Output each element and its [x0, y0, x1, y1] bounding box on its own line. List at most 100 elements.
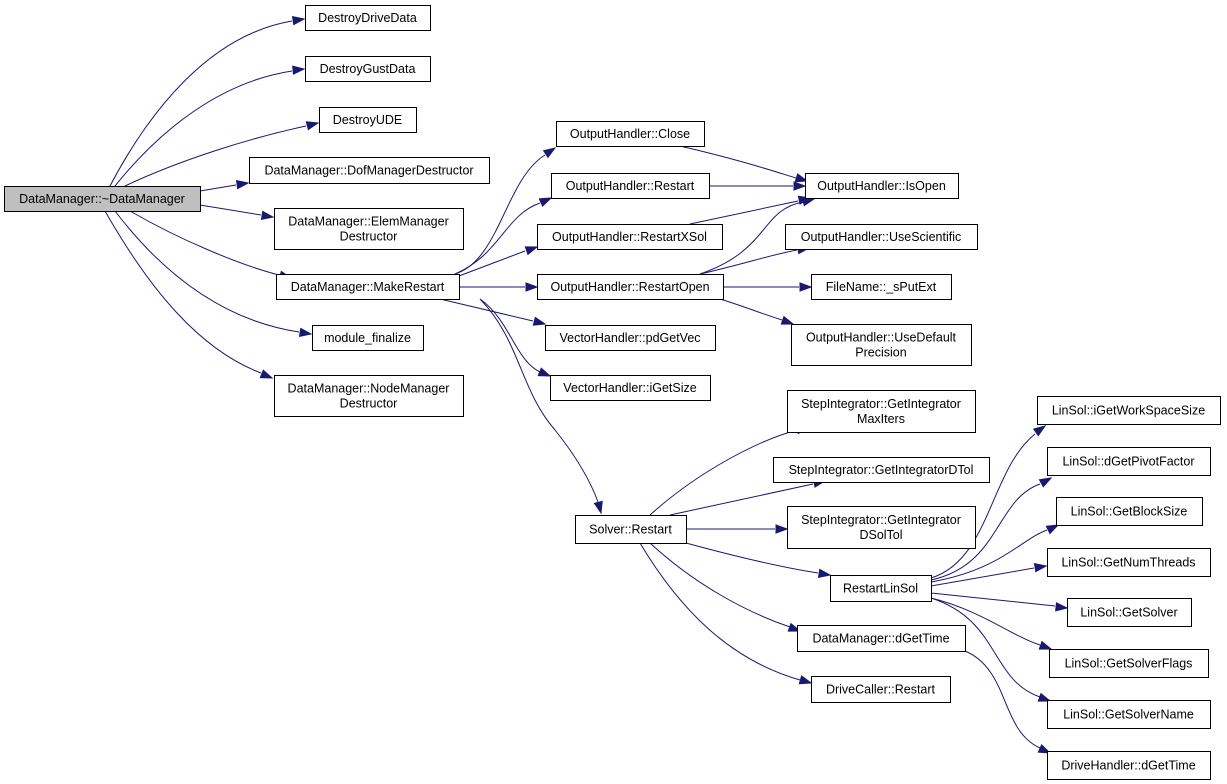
node-label: Precision — [855, 346, 906, 360]
node-ls-pivot[interactable]: LinSol::dGetPivotFactor — [1047, 447, 1211, 476]
node-destroy-ude[interactable]: DestroyUDE — [319, 107, 417, 133]
edge-line — [439, 298, 534, 322]
node-box — [575, 515, 687, 544]
node-box — [830, 575, 932, 602]
edge-line — [109, 20, 293, 187]
node-box — [274, 208, 464, 250]
node-oh-close[interactable]: OutputHandler::Close — [556, 121, 705, 147]
edge-restart-linsol-to-ls-solver — [930, 592, 1069, 612]
edge-make-restart-to-vh-pdgetvec — [439, 298, 547, 326]
node-label: DSolTol — [859, 528, 902, 542]
edge-line — [964, 650, 1041, 749]
node-root[interactable]: DataManager::~DataManager — [4, 186, 201, 212]
node-ls-solverflags[interactable]: LinSol::GetSolverFlags — [1049, 649, 1209, 678]
node-ls-solver[interactable]: LinSol::GetSolver — [1067, 598, 1192, 627]
node-label: LinSol::GetBlockSize — [1071, 505, 1188, 519]
node-label: module_finalize — [324, 331, 411, 345]
node-box — [1067, 598, 1192, 627]
arrowhead — [537, 367, 552, 377]
node-label: LinSol::GetNumThreads — [1061, 556, 1195, 570]
node-box — [797, 625, 966, 652]
node-dm-dgettime[interactable]: DataManager::dGetTime — [797, 625, 966, 652]
arrowhead — [1037, 692, 1052, 702]
arrowhead — [780, 315, 795, 325]
edge-line — [930, 597, 1041, 646]
node-label: VectorHandler::iGetSize — [563, 381, 696, 395]
node-box — [537, 224, 723, 250]
edge-line — [479, 298, 541, 373]
node-box — [787, 390, 976, 433]
node-module-finalize[interactable]: module_finalize — [312, 325, 424, 351]
node-box — [551, 173, 710, 199]
edge-line — [930, 433, 1036, 579]
node-box — [785, 224, 978, 250]
edge-line — [199, 204, 262, 216]
edge-line — [679, 145, 797, 179]
node-label: DestroyGustData — [320, 62, 416, 76]
node-box — [811, 274, 952, 300]
node-oh-restart[interactable]: OutputHandler::Restart — [551, 173, 710, 199]
node-label: OutputHandler::RestartXSol — [552, 230, 707, 244]
node-box — [537, 274, 724, 300]
node-destroy-drive-data[interactable]: DestroyDriveData — [305, 5, 431, 31]
node-label: StepIntegrator::GetIntegratorDTol — [789, 463, 974, 477]
node-label: RestartLinSol — [843, 582, 918, 596]
node-label: DataManager::DofManagerDestructor — [264, 164, 473, 178]
arrowhead — [235, 180, 250, 190]
node-label: DestroyUDE — [333, 113, 402, 127]
node-label: OutputHandler::UseDefault — [806, 331, 957, 345]
edge-line — [114, 70, 293, 187]
arrowhead — [1038, 640, 1053, 650]
node-label: OutputHandler::RestartOpen — [550, 280, 709, 294]
edge-root-to-destroy-ude — [124, 121, 320, 187]
node-box — [1047, 447, 1211, 476]
edge-root-to-module-finalize — [114, 210, 313, 337]
arrowhead — [1032, 425, 1047, 437]
node-oh-isopen[interactable]: OutputHandler::IsOpen — [805, 173, 959, 199]
arrowhead — [532, 316, 547, 326]
node-oh-usescientific[interactable]: OutputHandler::UseScientific — [785, 224, 978, 250]
edge-root-to-make-restart — [129, 210, 293, 280]
node-ls-workspace[interactable]: LinSol::iGetWorkSpaceSize — [1037, 396, 1221, 425]
node-solver-restart[interactable]: Solver::Restart — [575, 515, 687, 544]
node-vh-pdgetvec[interactable]: VectorHandler::pdGetVec — [545, 325, 716, 351]
node-ls-numthreads[interactable]: LinSol::GetNumThreads — [1047, 548, 1211, 577]
node-ls-solvername[interactable]: LinSol::GetSolverName — [1047, 700, 1211, 729]
edge-line — [685, 542, 819, 574]
node-oh-restart-xsol[interactable]: OutputHandler::RestartXSol — [537, 224, 723, 250]
edge-line — [199, 184, 237, 192]
edge-line — [699, 249, 798, 275]
edge-dm-dgettime-to-dh-dgettime — [964, 650, 1052, 754]
node-oh-restart-open[interactable]: OutputHandler::RestartOpen — [537, 274, 724, 300]
node-box — [550, 375, 711, 401]
node-ls-blocksize[interactable]: LinSol::GetBlockSize — [1056, 497, 1203, 526]
node-box — [4, 186, 201, 212]
node-si-dtol[interactable]: StepIntegrator::GetIntegratorDTol — [773, 457, 990, 483]
edge-line — [930, 529, 1048, 583]
node-dc-restart[interactable]: DriveCaller::Restart — [811, 676, 951, 703]
edge-line — [454, 202, 541, 275]
edge-root-to-dof-manager-destructor — [199, 180, 250, 192]
node-dof-manager-destructor[interactable]: DataManager::DofManagerDestructor — [249, 157, 490, 184]
arrowhead — [542, 147, 557, 159]
node-restart-linsol[interactable]: RestartLinSol — [830, 575, 932, 602]
node-box — [805, 173, 959, 199]
arrowhead — [798, 675, 813, 685]
node-label: DataManager::ElemManager — [288, 215, 449, 229]
node-box — [1047, 548, 1211, 577]
node-label: Solver::Restart — [589, 523, 672, 537]
node-vh-igetsize[interactable]: VectorHandler::iGetSize — [550, 375, 711, 401]
arrowhead — [298, 327, 313, 337]
node-box — [305, 5, 431, 31]
node-box — [556, 121, 705, 147]
node-make-restart[interactable]: DataManager::MakeRestart — [276, 274, 460, 300]
node-destroy-gust-data[interactable]: DestroyGustData — [305, 56, 431, 82]
node-filename-sputext[interactable]: FileName::_sPutExt — [811, 274, 952, 300]
edge-restart-linsol-to-ls-workspace — [930, 425, 1047, 579]
node-dh-dgettime[interactable]: DriveHandler::dGetTime — [1047, 751, 1211, 780]
